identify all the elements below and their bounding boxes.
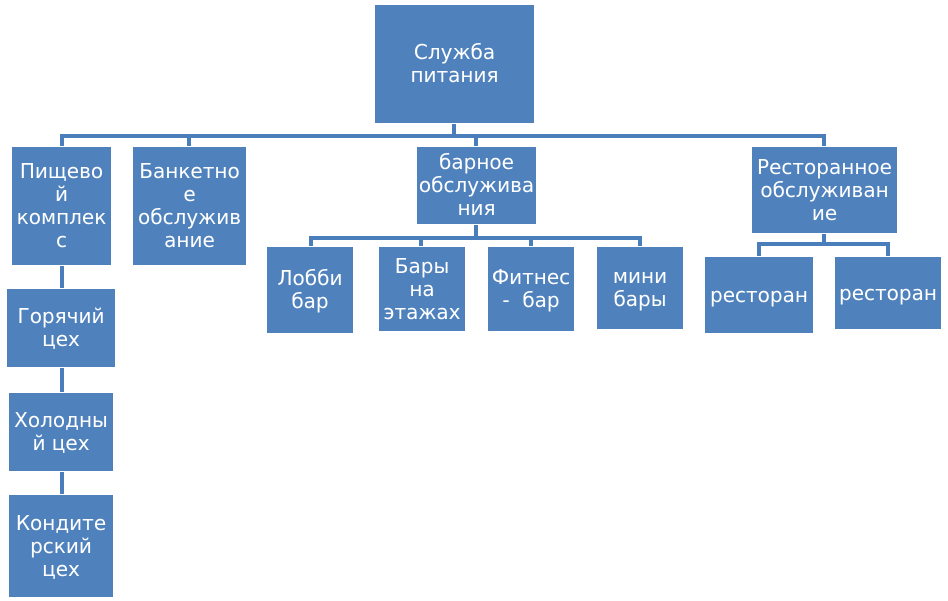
node-restoran-2: ресторан xyxy=(834,256,942,330)
node-restoran-1: ресторан xyxy=(704,256,814,334)
node-restorannoe-obsluzhivanie: Ресторанное обслуживан ие xyxy=(751,146,898,234)
node-pishchevoy-kompleks: Пищево й комплек с xyxy=(11,146,112,266)
node-banketnoe-obsluzhivanie: Банкетно е обслужив ание xyxy=(132,146,247,266)
node-goryachiy-tsekh: Горячий цех xyxy=(6,288,116,368)
node-konditersky-tsekh: Кондите рский цех xyxy=(8,494,114,598)
node-mini-bary: мини бары xyxy=(596,246,684,330)
node-root: Служба питания xyxy=(374,4,535,124)
node-barnoe-obsluzhivanie: барное обслужива ния xyxy=(416,146,537,225)
node-lobbi-bar: Лобби бар xyxy=(266,246,354,334)
node-kholodny-tsekh: Холодны й цех xyxy=(8,392,114,472)
node-bary-na-etazhakh: Бары на этажах xyxy=(378,246,466,332)
node-fitnes-bar: Фитнес - бар xyxy=(487,246,575,332)
